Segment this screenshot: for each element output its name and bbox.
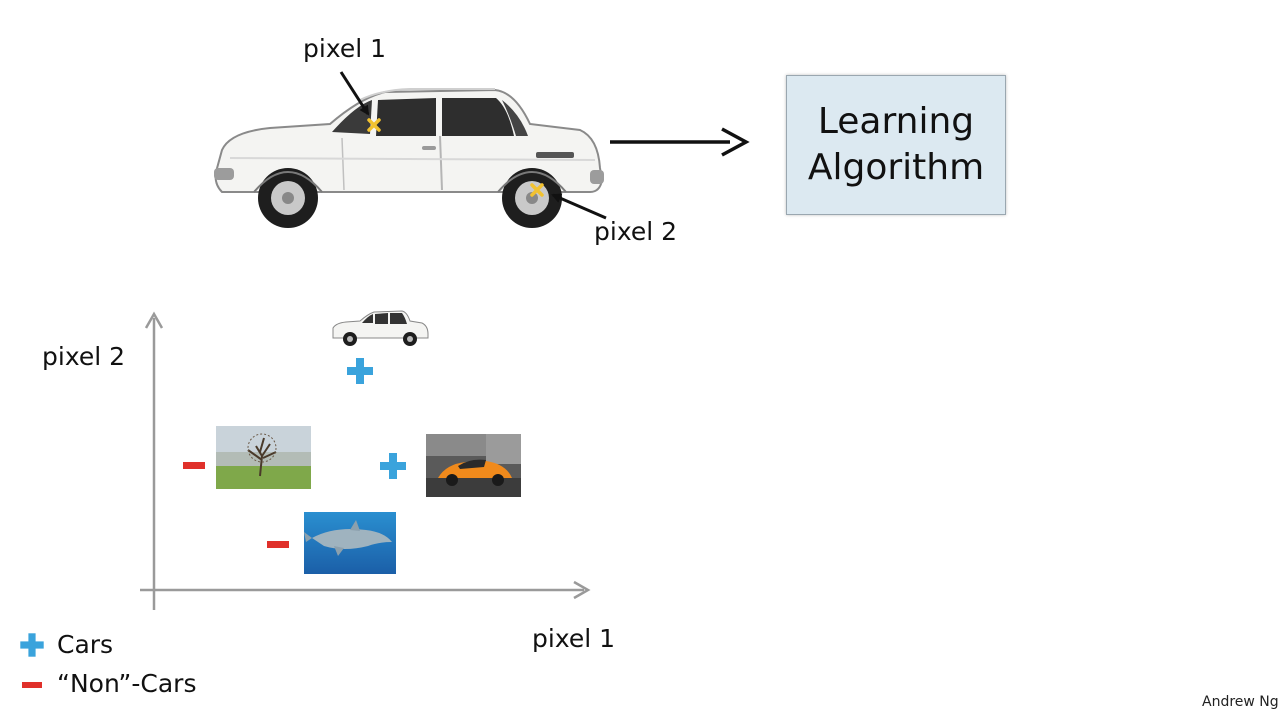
car-illustration-large (214, 88, 604, 228)
pixel1-pointer-arrow (339, 71, 370, 116)
y-axis-arrowhead (144, 311, 164, 329)
learning-algorithm-line2: Algorithm (807, 147, 985, 188)
pixel2-marker-icon (530, 183, 544, 197)
pixel2-label: pixel 2 (594, 217, 678, 246)
pixel1-marker-icon (367, 118, 381, 132)
plot-xlabel: pixel 1 (532, 624, 616, 653)
legend-plus-icon (20, 633, 44, 657)
plot-ylabel: pixel 2 (42, 342, 126, 371)
small-car-image (332, 310, 429, 346)
learning-algorithm-box: Learning Algorithm (786, 75, 1006, 215)
learning-algorithm-line1: Learning (817, 101, 975, 142)
noncar-minus-sign-2 (267, 541, 289, 548)
legend-noncars-label: “Non”-Cars (57, 669, 197, 698)
car-plus-sign-2 (380, 453, 406, 479)
dolphin-photo (304, 512, 396, 574)
pixel2-pointer-arrow (551, 193, 607, 220)
x-axis-arrowhead (573, 580, 591, 600)
author-credit: Andrew Ng (1202, 694, 1279, 710)
car-plus-sign-1 (347, 358, 373, 384)
legend-minus-icon (22, 682, 42, 688)
noncar-minus-sign-1 (183, 462, 205, 469)
legend-cars-label: Cars (57, 630, 114, 659)
pixel1-label: pixel 1 (303, 34, 387, 63)
sports-car-photo (426, 434, 521, 497)
tree-photo (216, 426, 311, 489)
